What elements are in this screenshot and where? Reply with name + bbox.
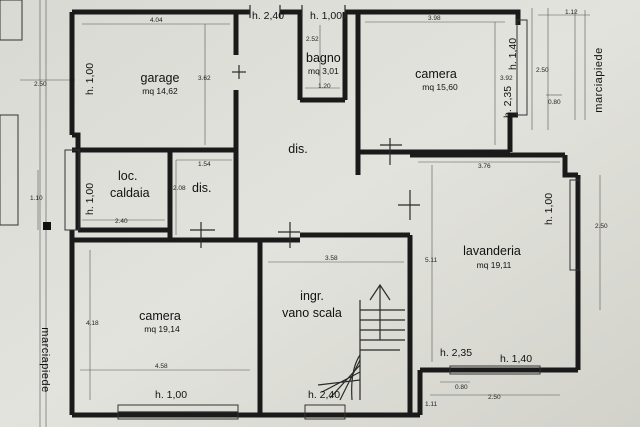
room-dis-main: dis. (288, 142, 307, 156)
dim-bottom-small: 0.80 (455, 384, 468, 391)
dim-right-top: 1.12 (565, 9, 578, 16)
bagno-dim-h: 2.52 (306, 36, 319, 43)
dim-right-side: 2.50 (595, 223, 608, 230)
right-exterior: 1.12 2.50 0.80 2.50 marciapiede (531, 8, 608, 310)
garage-window-height: h. 1,00 (84, 63, 96, 95)
dim-bottom-tiny: 1.11 (425, 401, 438, 408)
lavanderia-area: mq 19,11 (477, 260, 512, 270)
room-loc-caldaia: h. 1,00 loc. caldaia 2.40 (84, 169, 150, 225)
bagno-name: bagno (306, 51, 341, 65)
ingresso-width: 3.58 (325, 255, 338, 262)
ingresso-name-1: ingr. (300, 289, 324, 303)
dim-right-mid: 2.50 (536, 67, 549, 74)
camera-top-door-height: h. 2,35 (502, 86, 514, 118)
lavanderia-door-1-height: h. 2,35 (440, 347, 472, 359)
room-ingresso: 3.58 ingr. vano scala h. 2,40 (282, 255, 342, 401)
loc-caldaia-window-height: h. 1,00 (84, 183, 96, 215)
camera-top-width: 3.98 (428, 15, 441, 22)
room-camera-bottom: 4.18 camera mq 19,14 4.58 h. 1,00 (86, 309, 187, 401)
walls (69, 9, 581, 418)
lavanderia-name: lavanderia (463, 244, 521, 258)
garage-width: 4.04 (150, 17, 163, 24)
camera-top-window-height: h. 1,40 (507, 38, 519, 70)
dim-right-small: 0.80 (548, 99, 561, 106)
camera-top-name: camera (415, 67, 457, 81)
bagno-area: mq 3,01 (308, 66, 339, 76)
room-camera-top: 3.98 3.92 camera mq 15,60 h. 1,40 h. 2,3… (415, 15, 519, 118)
garage-name: garage (141, 71, 180, 85)
loc-caldaia-width: 2.40 (115, 218, 128, 225)
lavanderia-door-2-height: h. 1,40 (500, 353, 532, 365)
door-height-top: h. 2,40 (252, 10, 284, 22)
lavanderia-window-height: h. 1,00 (543, 193, 555, 225)
room-dis-small: 1.54 2.08 dis. (173, 161, 211, 195)
street-label-left: marciapiede (39, 327, 51, 392)
garage-height: 3.62 (198, 75, 211, 82)
lavanderia-width: 3.76 (478, 163, 491, 170)
dis-small-height: 2.08 (173, 185, 186, 192)
room-lavanderia: 3.76 5.11 h. 1,00 lavanderia mq 19,11 h.… (425, 163, 555, 408)
loc-caldaia-name-2: caldaia (110, 186, 150, 200)
camera-bottom-width: 4.58 (155, 363, 168, 370)
street-label-right: marciapiede (593, 47, 605, 112)
dim-left-top: 2.50 (34, 81, 47, 88)
bagno-dim-w: 1.20 (318, 83, 331, 90)
camera-bottom-name: camera (139, 309, 181, 323)
camera-bottom-window-height: h. 1,00 (155, 389, 187, 401)
ingresso-door-height: h. 2,40 (308, 389, 340, 401)
dim-left-mid: 1.10 (30, 195, 43, 202)
room-bagno: h. 2,40 h. 1,00 2.52 bagno mq 3,01 1.20 (252, 10, 342, 90)
ingresso-name-2: vano scala (282, 306, 342, 320)
camera-top-area: mq 15,60 (422, 82, 458, 92)
dim-bottom-right: 2.50 (488, 394, 501, 401)
dis-small-width: 1.54 (198, 161, 211, 168)
openings (64, 5, 581, 420)
camera-bottom-area: mq 19,14 (144, 324, 180, 334)
room-garage: 4.04 3.62 h. 1,00 garage mq 14,62 (84, 17, 211, 96)
dis-main-name: dis. (288, 142, 307, 156)
left-exterior: 2.50 1.10 marciapiede (0, 0, 75, 427)
dis-small-name: dis. (192, 181, 211, 195)
camera-bottom-height: 4.18 (86, 320, 99, 327)
loc-caldaia-name-1: loc. (118, 169, 137, 183)
dimension-lines (80, 21, 560, 400)
camera-top-height: 3.92 (500, 75, 513, 82)
garage-area: mq 14,62 (142, 86, 178, 96)
lavanderia-height: 5.11 (425, 257, 438, 264)
bagno-window-height: h. 1,00 (310, 10, 342, 22)
staircase (317, 283, 405, 401)
